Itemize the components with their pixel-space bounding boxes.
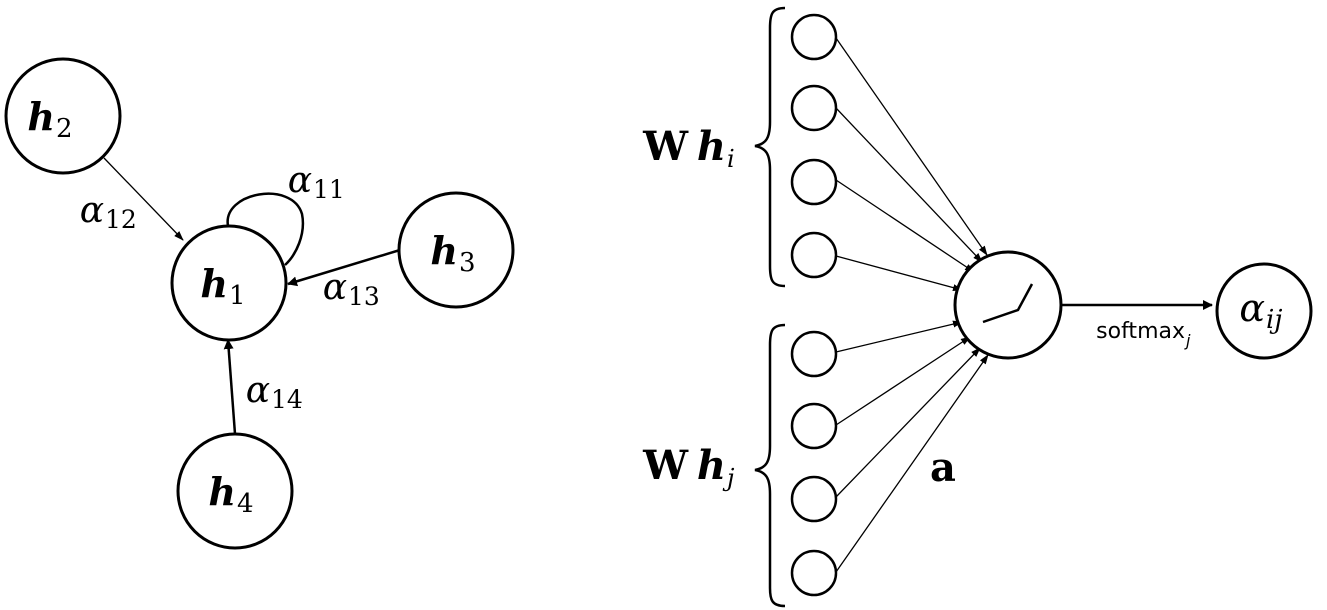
- neuron-j2: [790, 402, 838, 450]
- connection-j3: [835, 347, 981, 498]
- connection-i4: [835, 255, 963, 292]
- connection-i1: [835, 37, 988, 256]
- connection-i2: [835, 107, 983, 263]
- label-Wh-j: W h j: [642, 442, 735, 492]
- node-h2-sub: 2: [56, 114, 73, 144]
- neuron-group-i: [790, 13, 838, 279]
- label-alpha-12-sub: 12: [105, 205, 137, 234]
- edge-h3-h1: [287, 248, 401, 287]
- neuron-j4: [790, 549, 838, 597]
- neuron-j3: [790, 475, 838, 523]
- label-Wh-i-vec: h: [697, 123, 726, 170]
- neuron-group-j: [790, 330, 838, 597]
- output-alpha-sub: ij: [1266, 305, 1282, 335]
- label-Wh-j-vec: h: [697, 442, 726, 489]
- node-h3-sub: 3: [459, 248, 476, 278]
- label-alpha-13-sub: 13: [348, 282, 380, 311]
- label-alpha-12-base: α: [80, 190, 104, 231]
- self-loop-h1: [226, 192, 305, 266]
- neuron-i2: [790, 84, 838, 132]
- label-alpha-14-base: α: [246, 370, 270, 411]
- brace-group-j: [754, 323, 786, 608]
- label-alpha-12: α 12: [80, 190, 137, 234]
- right-network: W h i W h j a softmax j α ij: [642, 6, 1313, 608]
- node-h1-base: h: [200, 261, 228, 306]
- label-alpha-11-sub: 11: [313, 175, 345, 204]
- label-Wh-i-sub: i: [727, 145, 735, 173]
- connection-j2: [835, 336, 971, 426]
- label-alpha-14-sub: 14: [271, 385, 303, 414]
- leaky-relu-icon: [982, 283, 1034, 324]
- label-softmax: softmax j: [1096, 319, 1191, 350]
- label-alpha-11-base: α: [288, 160, 312, 201]
- neuron-i3: [790, 158, 838, 206]
- output-node: α ij: [1215, 262, 1313, 360]
- connection-j4: [835, 354, 989, 573]
- node-h3-base: h: [430, 228, 458, 273]
- label-softmax-base: softmax: [1096, 319, 1185, 344]
- node-h2-base: h: [27, 94, 55, 139]
- output-alpha-base: α: [1239, 286, 1265, 330]
- label-Wh-i: W h i: [642, 123, 735, 173]
- label-alpha-11: α 11: [288, 160, 345, 204]
- connection-i3: [835, 179, 975, 273]
- edge-h2-h1: [103, 157, 184, 241]
- node-h4: h 4: [176, 432, 294, 550]
- input-connections: [835, 37, 989, 573]
- edge-h4-h1: [223, 339, 237, 435]
- label-alpha-14: α 14: [246, 370, 303, 414]
- label-Wh-i-matrix: W: [642, 123, 689, 170]
- brace-group-i: [754, 6, 786, 288]
- activation-unit: [953, 250, 1063, 360]
- weight-vector-label: a: [930, 444, 956, 491]
- node-h3: h 3: [397, 191, 515, 309]
- label-softmax-sub: j: [1184, 331, 1191, 350]
- node-h4-sub: 4: [237, 489, 254, 519]
- label-Wh-j-matrix: W: [642, 442, 689, 489]
- neuron-i1: [790, 13, 838, 61]
- left-graph: h 2 h 1 h 3 h 4 α 11 α 12 α 13: [4, 57, 515, 550]
- neuron-j1: [790, 330, 838, 378]
- connection-j1: [835, 320, 963, 353]
- label-alpha-13-base: α: [323, 267, 347, 308]
- neuron-i4: [790, 231, 838, 279]
- label-alpha-13: α 13: [323, 267, 380, 311]
- node-h2: h 2: [4, 57, 122, 175]
- node-h1: h 1: [170, 224, 288, 342]
- node-h4-base: h: [208, 469, 236, 514]
- node-h1-sub: 1: [229, 281, 246, 311]
